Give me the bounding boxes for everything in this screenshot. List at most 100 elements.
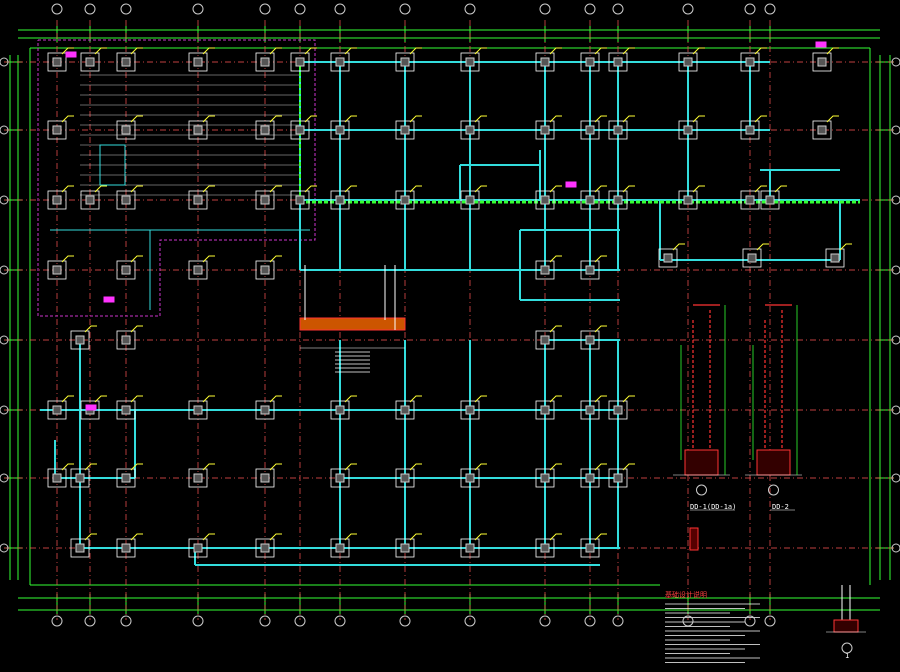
footing-pad: [116, 400, 136, 420]
column: [400, 195, 410, 205]
rebar-tag: [344, 533, 357, 541]
footing-pad: [255, 52, 275, 72]
column: [683, 125, 693, 135]
axis-bubble: [0, 405, 9, 415]
rebar-tag: [61, 47, 74, 55]
rebar-tag: [409, 463, 422, 471]
column: [260, 125, 270, 135]
section-footing: [684, 449, 719, 476]
column: [465, 57, 475, 67]
rebar-tag: [269, 185, 282, 193]
axis-bubble: [192, 3, 204, 15]
footing-pad: [70, 538, 90, 558]
rebar-tag: [594, 395, 607, 403]
footing-pad: [330, 538, 350, 558]
rebar-tag: [61, 115, 74, 123]
axis-bubble: [764, 3, 776, 15]
rebar-tag: [826, 115, 839, 123]
footing-pad: [608, 468, 628, 488]
axis-bubble: [192, 615, 204, 627]
column: [465, 195, 475, 205]
footing-pad: [330, 190, 350, 210]
rebar-tag: [549, 47, 562, 55]
footing-pad: [580, 120, 600, 140]
rebar-tag: [622, 395, 635, 403]
rebar-tag: [774, 185, 787, 193]
rebar-tag: [474, 115, 487, 123]
rebar-tag: [474, 47, 487, 55]
rebar-tag: [344, 185, 357, 193]
footing-pad: [740, 120, 760, 140]
column: [585, 195, 595, 205]
axis-bubble: [84, 3, 96, 15]
rebar-tag: [594, 463, 607, 471]
column: [817, 125, 827, 135]
column: [400, 125, 410, 135]
rebar-tag: [692, 47, 705, 55]
column: [75, 473, 85, 483]
column: [193, 473, 203, 483]
footing-pad: [188, 400, 208, 420]
rebar-tag: [130, 325, 143, 333]
rebar-tag: [130, 533, 143, 541]
rebar-tag: [622, 463, 635, 471]
column: [817, 57, 827, 67]
rebar-tag: [344, 115, 357, 123]
rebar-tag: [344, 395, 357, 403]
footing-pad: [460, 468, 480, 488]
footing-pad: [608, 120, 628, 140]
column: [540, 543, 550, 553]
axis-bubble: [294, 615, 306, 627]
rebar-tag: [202, 255, 215, 263]
axis-bubble: [120, 615, 132, 627]
footing-pad: [116, 468, 136, 488]
footing-pad: [608, 190, 628, 210]
column: [260, 473, 270, 483]
rebar-tag: [269, 115, 282, 123]
column: [613, 125, 623, 135]
magenta-tag: [815, 41, 827, 48]
column-footings: [47, 41, 852, 558]
column: [465, 405, 475, 415]
footing-pad: [255, 260, 275, 280]
column: [260, 57, 270, 67]
section1-label: DD-1(DD-1a): [690, 503, 737, 511]
rebar-tag: [304, 47, 317, 55]
footing-pad: [535, 190, 555, 210]
column: [683, 57, 693, 67]
column: [335, 473, 345, 483]
axis-bubble: [334, 615, 346, 627]
rebar-tag: [756, 243, 769, 251]
rebar-tag: [594, 533, 607, 541]
rebar-tag: [622, 115, 635, 123]
column: [260, 543, 270, 553]
axis-bubble: [891, 57, 900, 67]
footing-pad: [188, 52, 208, 72]
footing-pad: [535, 330, 555, 350]
footing-pad: [188, 468, 208, 488]
rebar-tag: [269, 395, 282, 403]
column: [260, 195, 270, 205]
column: [585, 405, 595, 415]
column: [52, 265, 62, 275]
column: [193, 405, 203, 415]
rebar-tag: [130, 463, 143, 471]
detail-mark: 1: [845, 652, 850, 660]
rebar-tag: [549, 325, 562, 333]
footing-pad: [255, 190, 275, 210]
axis-bubble: [891, 125, 900, 135]
column: [335, 57, 345, 67]
rebar-tag: [130, 185, 143, 193]
footing-pad: [608, 400, 628, 420]
grid-axes: [4, 20, 896, 620]
rebar-tag: [474, 463, 487, 471]
rebar-tag: [594, 47, 607, 55]
column: [121, 543, 131, 553]
rebar-tag: [84, 325, 97, 333]
rebar-tag: [549, 463, 562, 471]
section2-label: DD-2: [772, 503, 789, 511]
footing-pad: [188, 190, 208, 210]
rebar-tag: [474, 185, 487, 193]
axis-bubble: [464, 3, 476, 15]
footing-pad: [47, 190, 67, 210]
